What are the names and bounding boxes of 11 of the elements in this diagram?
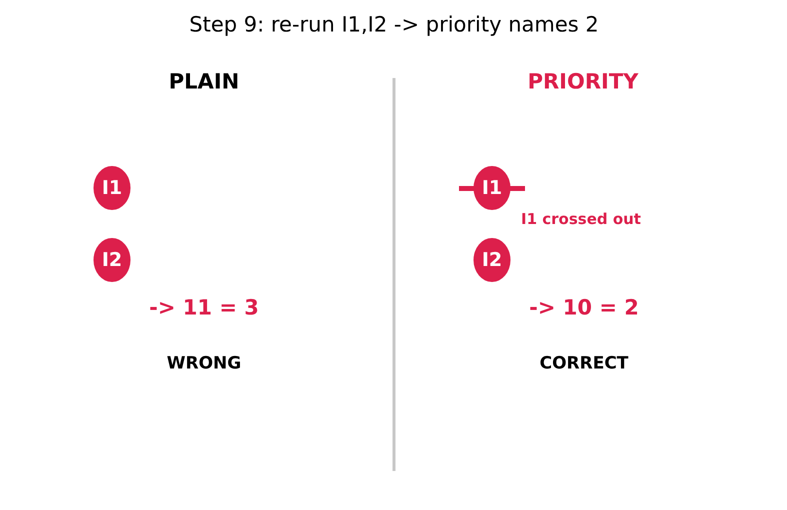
verdict-label: WRONG [166, 354, 242, 374]
result-text: -> 11 = 3 [149, 296, 259, 320]
result-text: -> 10 = 2 [529, 296, 639, 320]
circle-node: I1 [94, 166, 130, 210]
column-heading: PRIORITY [528, 70, 638, 94]
crossed-out-note: I1 crossed out [521, 210, 641, 228]
circle-node: I2 [474, 238, 510, 282]
verdict-label: CORRECT [540, 354, 628, 374]
circle-node: I2 [94, 238, 130, 282]
column-heading: PLAIN [168, 70, 240, 94]
title: Step 9: re-run I1,I2 -> priority names 2 [189, 13, 599, 37]
